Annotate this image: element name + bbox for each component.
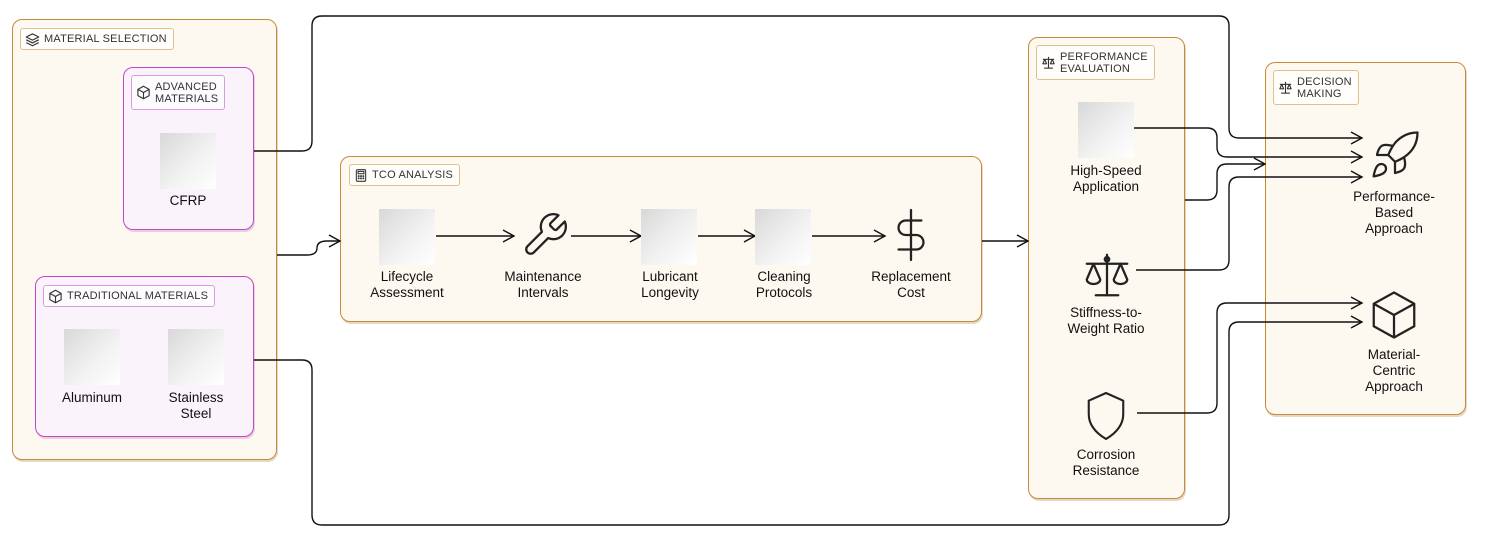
node-corrosion-label: Corrosion Resistance (1072, 447, 1140, 478)
tag-decision-making: DECISION MAKING (1273, 70, 1359, 105)
tag-label: TRADITIONAL MATERIALS (67, 290, 209, 302)
tag-material-selection: MATERIAL SELECTION (20, 28, 174, 50)
edge-material-to-tco (277, 234, 342, 256)
tag-performance-evaluation: PERFORMANCE EVALUATION (1036, 45, 1155, 80)
aluminum-thumbnail (64, 329, 120, 385)
lifecycle-thumbnail (379, 209, 435, 265)
node-lubricant-label: Lubricant Longevity (641, 269, 699, 300)
edge-traditional-to-decision (254, 315, 1364, 526)
cleaning-thumbnail (755, 209, 811, 265)
tag-traditional-materials: TRADITIONAL MATERIALS (43, 285, 216, 307)
calculator-icon (355, 168, 367, 182)
scale-icon (1085, 253, 1129, 297)
tag-label: ADVANCED MATERIALS (155, 80, 219, 105)
node-high-speed-label: High-Speed Application (1070, 163, 1142, 194)
wrench-icon (525, 213, 567, 255)
tag-label: TCO ANALYSIS (372, 169, 454, 181)
node-cleaning-label: Cleaning Protocols (755, 269, 813, 300)
tag-label: MATERIAL SELECTION (44, 33, 167, 45)
tag-tco-analysis: TCO ANALYSIS (349, 164, 461, 186)
node-maintenance-label: Maintenance Intervals (504, 269, 582, 300)
node-material-centric-label: Material- Centric Approach (1365, 347, 1423, 394)
node-replacement-label: Replacement Cost (871, 269, 951, 300)
cube-icon (137, 85, 150, 100)
cfrp-thumbnail (160, 133, 216, 189)
stainless-steel-thumbnail (168, 329, 224, 385)
edge-advanced-to-decision (254, 15, 1364, 152)
box-icon (1372, 291, 1416, 339)
dollar-icon (897, 208, 925, 262)
scale-icon (1279, 81, 1292, 94)
node-aluminum-label: Aluminum (61, 390, 123, 405)
scale-icon (1042, 56, 1055, 69)
tag-advanced-materials: ADVANCED MATERIALS (131, 75, 226, 110)
node-lifecycle-label: Lifecycle Assessment (370, 269, 444, 300)
rocket-icon (1372, 131, 1419, 178)
shield-icon (1087, 391, 1125, 441)
lubricant-thumbnail (641, 209, 697, 265)
layers-icon (25, 32, 40, 46)
node-performance-based-label: Performance- Based Approach (1353, 189, 1435, 236)
tag-label: DECISION MAKING (1297, 75, 1352, 100)
edge-highspeed-to-decision (1185, 157, 1267, 201)
high-speed-thumbnail (1078, 102, 1134, 158)
node-cfrp-label: CFRP (169, 193, 207, 208)
cube-icon (49, 289, 62, 303)
tag-label: PERFORMANCE EVALUATION (1060, 50, 1148, 75)
node-stainless-steel-label: Stainless Steel (168, 390, 224, 421)
node-stiffness-label: Stiffness-to- Weight Ratio (1067, 305, 1145, 336)
